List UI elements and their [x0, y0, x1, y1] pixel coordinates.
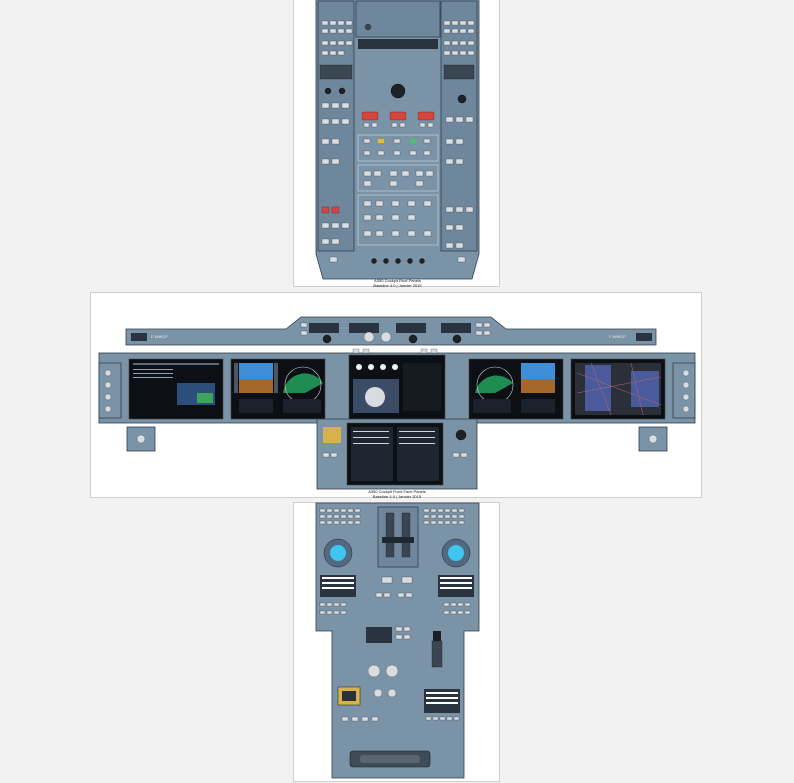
display-ecam-lower [316, 418, 478, 490]
pfd-left-ground [239, 379, 273, 393]
thrust-levers [377, 506, 419, 568]
display-ois-left [128, 358, 224, 420]
display-pfd-right [468, 358, 564, 420]
pedestal-panel-sheet [293, 502, 500, 782]
transponder-hazard-panel [337, 686, 361, 706]
display-ecam-upper [348, 354, 446, 420]
main-caption-baseline: Baseline 4.0 | Janvier 2015 [372, 494, 422, 499]
pfd-right-sky [521, 363, 555, 379]
pedestal-right-keyboard [423, 508, 465, 525]
overhead-panel-caption: A350 Cockpit Roof Panels Baseline 4.0 | … [294, 278, 501, 288]
main-panel-drawing [98, 316, 696, 490]
display-pfd-left [230, 358, 326, 420]
overhead-panel-sheet: A350 Cockpit Roof Panels Baseline 4.0 | … [293, 0, 501, 288]
overhead-right-switch-grid [443, 20, 475, 249]
overhead-left-switch-grid [319, 20, 353, 245]
overhead-caption-baseline: Baseline 4.0 | Janvier 2015 [373, 283, 422, 288]
main-panel-caption: A350 Cockpit Front Face Panels Baseline … [91, 489, 703, 499]
main-caption-title: A350 Cockpit Front Face Panels [368, 489, 426, 494]
glareshield-right-placard: F-WWCF [609, 334, 626, 339]
main-panel-sheet: F-WWCF F-WWCF A350 Cockpit Front Face Pa… [90, 292, 703, 499]
flight-control-unit [300, 322, 491, 344]
pedestal-panel-drawing [315, 502, 480, 779]
display-ois-right [570, 358, 666, 420]
kccu-trackballs [323, 538, 471, 568]
pedestal-left-keyboard [319, 508, 361, 525]
engine-fire-handles [361, 111, 435, 128]
pfd-right-ground [521, 379, 555, 393]
pfd-left-sky [239, 363, 273, 379]
glareshield-left-placard: F-WWCF [151, 334, 168, 339]
overhead-caption-title: A350 Cockpit Roof Panels [374, 278, 421, 283]
overhead-panel-drawing [315, 0, 480, 280]
